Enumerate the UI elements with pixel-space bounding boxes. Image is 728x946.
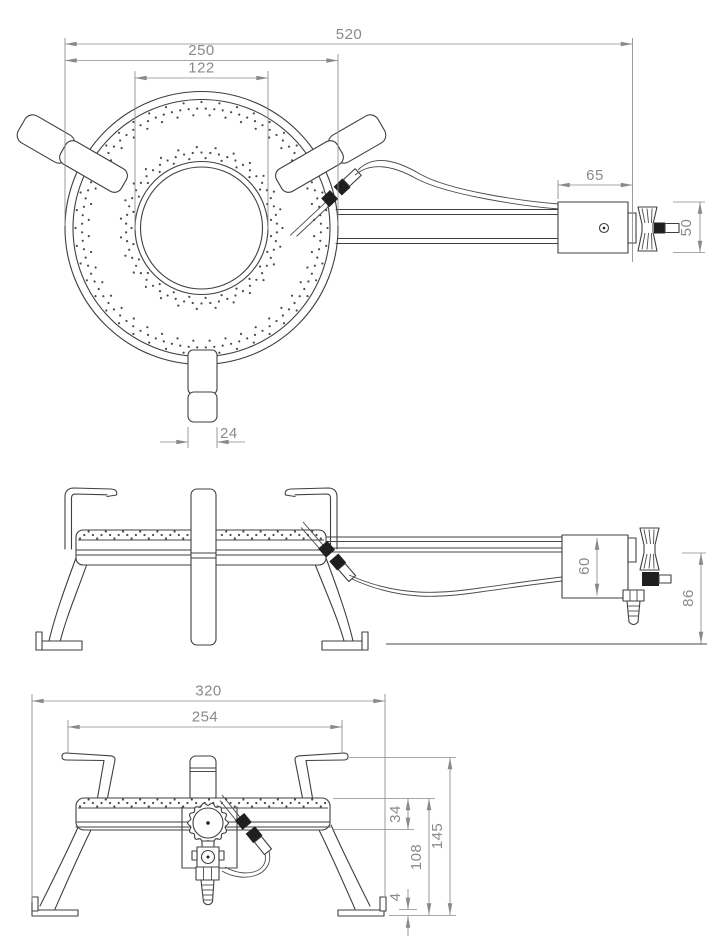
hose-barb-side <box>622 589 645 626</box>
dim-burner-top-height: 108 <box>408 798 432 915</box>
front-view-dimensions: 320 254 34 108 145 <box>31 683 456 936</box>
leg-right-side <box>314 557 369 651</box>
foot-left-lip-front <box>31 896 39 912</box>
side-view: 60 86 <box>35 487 707 651</box>
side-view-dimensions: 60 86 <box>576 537 706 644</box>
gas-valve-body-top <box>557 201 629 254</box>
handle-right <box>275 114 387 193</box>
dim-valve-body-width: 50 <box>673 201 705 253</box>
flame-port-band-inner <box>119 146 284 310</box>
pan-support-left-side <box>64 487 118 550</box>
dim-label-250: 250 <box>188 42 215 59</box>
dim-label-4: 4 <box>387 893 404 902</box>
hose-barb-front <box>195 866 220 906</box>
dim-valve-body-length: 65 <box>557 167 633 199</box>
support-leg-top <box>187 349 218 423</box>
flame-port-band-side <box>78 530 322 540</box>
dim-label-50: 50 <box>678 219 695 237</box>
dim-label-520: 520 <box>336 26 363 43</box>
dim-foot-plate-thickness: 4 <box>387 889 417 936</box>
dim-pan-support-span: 254 <box>67 709 342 730</box>
pan-support-right-side <box>284 487 338 550</box>
top-view-dimensions: 520 250 122 65 50 <box>64 26 705 448</box>
ignition-electrode-front <box>219 794 272 856</box>
inlet-nut-side <box>622 589 645 602</box>
foot-left-lip-side <box>35 631 43 651</box>
leg-right-front <box>318 824 387 917</box>
dim-label-24: 24 <box>220 425 238 442</box>
burner-outer-rim-inner-line <box>72 98 331 358</box>
flame-port-band-outer <box>74 100 329 356</box>
piezo-button-side <box>642 572 672 586</box>
dim-inlet-height: 86 <box>680 552 706 644</box>
pan-support-left-front <box>61 752 116 799</box>
leg-left-front <box>31 824 92 917</box>
pan-support-right-front <box>294 752 349 799</box>
dim-burner-diameter: 250 <box>64 42 338 63</box>
burner-body-top <box>64 90 339 366</box>
valve-screw <box>598 222 610 234</box>
foot-left-side <box>37 640 83 651</box>
dim-inner-ring-diameter: 122 <box>134 60 268 81</box>
foot-right-side <box>321 640 367 651</box>
venturi-tube-side <box>325 536 563 553</box>
dim-valve-body-height: 60 <box>576 537 600 596</box>
foot-left-front <box>31 909 79 917</box>
control-knob-front <box>187 802 229 844</box>
gas-valve-body-side <box>561 534 629 599</box>
support-leg-center-side <box>190 488 217 646</box>
ignition-wire-front <box>221 850 271 878</box>
support-leg-center-front <box>189 755 217 803</box>
burner-inner-ring <box>134 160 269 296</box>
dim-label-145: 145 <box>429 823 446 850</box>
top-view: 520 250 122 65 50 <box>16 26 705 448</box>
piezo-button-front <box>191 840 225 868</box>
leg-left-side <box>35 557 88 651</box>
dim-leg-width: 24 <box>160 425 245 448</box>
handle-left <box>16 114 128 193</box>
dim-overall-height: 145 <box>429 757 453 915</box>
knob-hub <box>654 222 665 234</box>
dim-overall-width: 520 <box>64 26 633 47</box>
foot-right-lip-side <box>361 631 369 651</box>
ignition-wire-top <box>354 160 560 210</box>
knob-center-dot <box>206 821 210 825</box>
knob-stem <box>664 222 680 234</box>
control-knob-top <box>627 206 680 252</box>
dim-label-65: 65 <box>586 167 604 184</box>
burner-outer-rim <box>64 90 339 366</box>
front-view: 320 254 34 108 145 <box>31 683 456 936</box>
dim-burner-head-thickness: 34 <box>387 798 411 830</box>
venturi-tube-top <box>335 208 559 245</box>
dim-label-108: 108 <box>408 844 425 871</box>
burner-inner-ring-inner-line <box>139 166 264 290</box>
dim-foot-span: 320 <box>31 683 385 704</box>
dim-label-122: 122 <box>188 60 215 77</box>
dim-label-86: 86 <box>680 589 697 607</box>
foot-right-front <box>337 909 385 917</box>
dim-label-254: 254 <box>192 709 219 726</box>
inlet-nut-front <box>195 866 220 881</box>
ignition-wire-side <box>348 574 563 597</box>
foot-right-lip-front <box>379 896 387 912</box>
dim-label-34: 34 <box>387 805 404 823</box>
dim-label-60: 60 <box>576 557 593 575</box>
dim-label-320: 320 <box>195 683 222 700</box>
control-knob-side <box>627 527 660 571</box>
